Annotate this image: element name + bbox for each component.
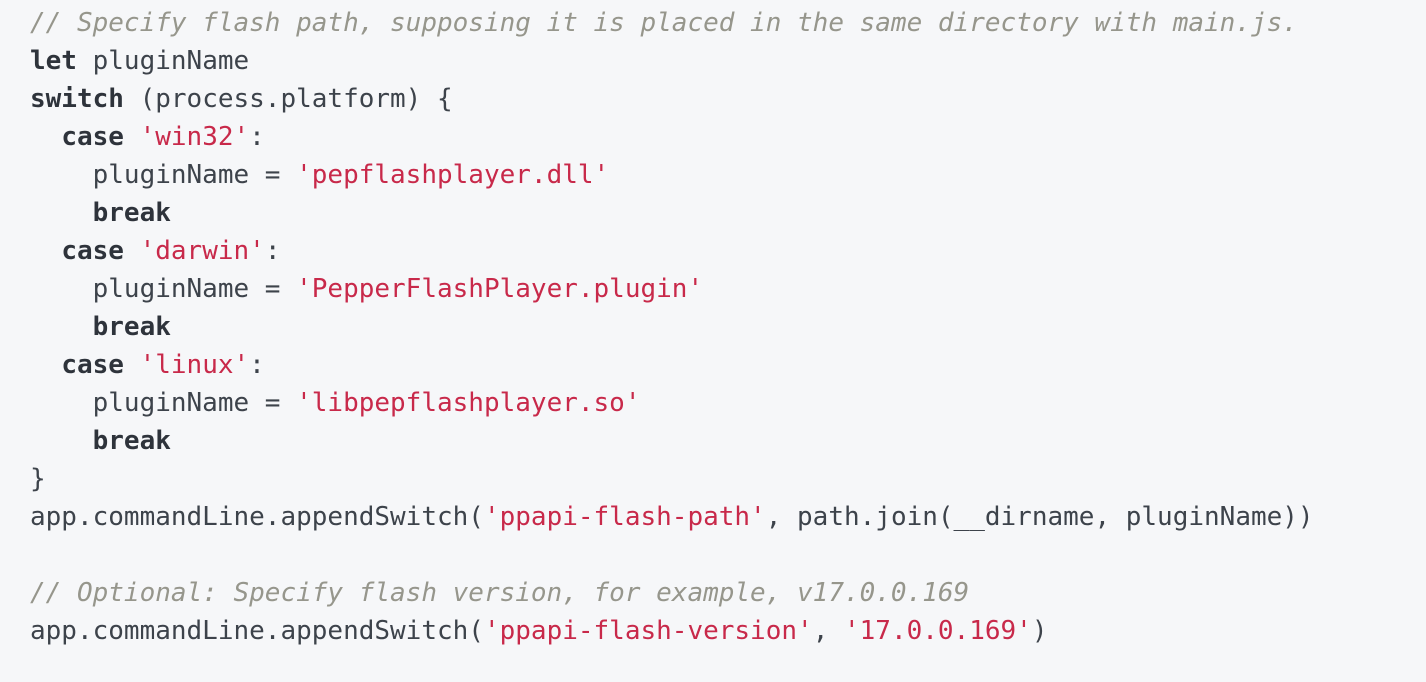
code-line: break [30, 308, 1396, 346]
code-line: } [30, 460, 1396, 498]
code-token-plain [124, 122, 140, 152]
code-line: let pluginName [30, 42, 1396, 80]
code-block: // Specify flash path, supposing it is p… [30, 4, 1396, 650]
code-line: app.commandLine.appendSwitch('ppapi-flas… [30, 612, 1396, 650]
code-line: break [30, 194, 1396, 232]
code-token-comment: // Optional: Specify flash version, for … [30, 578, 970, 608]
code-token-keyword: switch [30, 84, 124, 114]
code-token-keyword: case [61, 236, 124, 266]
code-token-keyword: break [92, 198, 171, 228]
code-token-plain [30, 312, 93, 342]
code-token-string: 'ppapi-flash-path' [483, 502, 766, 532]
code-token-plain [30, 350, 61, 380]
code-token-keyword: case [61, 122, 124, 152]
code-token-string: 'pepflashplayer.dll' [296, 160, 610, 190]
code-token-string: 'libpepflashplayer.so' [296, 388, 641, 418]
code-token-plain: } [30, 464, 46, 494]
code-token-plain [30, 426, 93, 456]
code-token-plain: pluginName = [30, 388, 297, 418]
code-token-plain: ) [1031, 616, 1048, 646]
code-token-plain [30, 122, 61, 152]
code-token-plain: pluginName = [30, 274, 297, 304]
code-token-keyword: case [61, 350, 124, 380]
code-line: switch (process.platform) { [30, 80, 1396, 118]
code-token-plain: : [249, 350, 265, 380]
code-token-string: 'PepperFlashPlayer.plugin' [296, 274, 704, 304]
code-line: pluginName = 'PepperFlashPlayer.plugin' [30, 270, 1396, 308]
code-token-string: '17.0.0.169' [844, 616, 1032, 646]
code-token-string: 'darwin' [139, 236, 265, 266]
code-token-plain: : [249, 122, 265, 152]
code-token-keyword: break [92, 426, 171, 456]
code-line [30, 536, 1396, 574]
code-line: // Specify flash path, supposing it is p… [30, 4, 1396, 42]
code-line: pluginName = 'pepflashplayer.dll' [30, 156, 1396, 194]
code-line: case 'darwin': [30, 232, 1396, 270]
code-token-plain [124, 350, 140, 380]
code-token-plain: app.commandLine.appendSwitch( [30, 616, 484, 646]
code-token-plain: app.commandLine.appendSwitch( [30, 502, 484, 532]
code-token-plain: (process.platform) { [123, 84, 453, 114]
code-line: // Optional: Specify flash version, for … [30, 574, 1396, 612]
code-token-plain [30, 236, 61, 266]
code-token-plain [124, 236, 140, 266]
code-line: pluginName = 'libpepflashplayer.so' [30, 384, 1396, 422]
code-line: case 'linux': [30, 346, 1396, 384]
code-token-plain: , path.join(__dirname, pluginName)) [765, 502, 1314, 532]
code-token-plain: pluginName = [30, 160, 297, 190]
code-token-comment: // Specify flash path, supposing it is p… [30, 8, 1298, 38]
code-token-string: 'ppapi-flash-version' [483, 616, 813, 646]
code-token-plain: , [812, 616, 844, 646]
code-token-keyword: break [92, 312, 171, 342]
code-token-plain [30, 198, 93, 228]
code-token-plain: : [264, 236, 281, 266]
code-line: break [30, 422, 1396, 460]
code-line: app.commandLine.appendSwitch('ppapi-flas… [30, 498, 1396, 536]
code-token-plain: pluginName [76, 46, 250, 76]
code-line: case 'win32': [30, 118, 1396, 156]
code-token-keyword: let [30, 46, 77, 76]
code-token-string: 'win32' [139, 122, 250, 152]
code-token-string: 'linux' [139, 350, 250, 380]
